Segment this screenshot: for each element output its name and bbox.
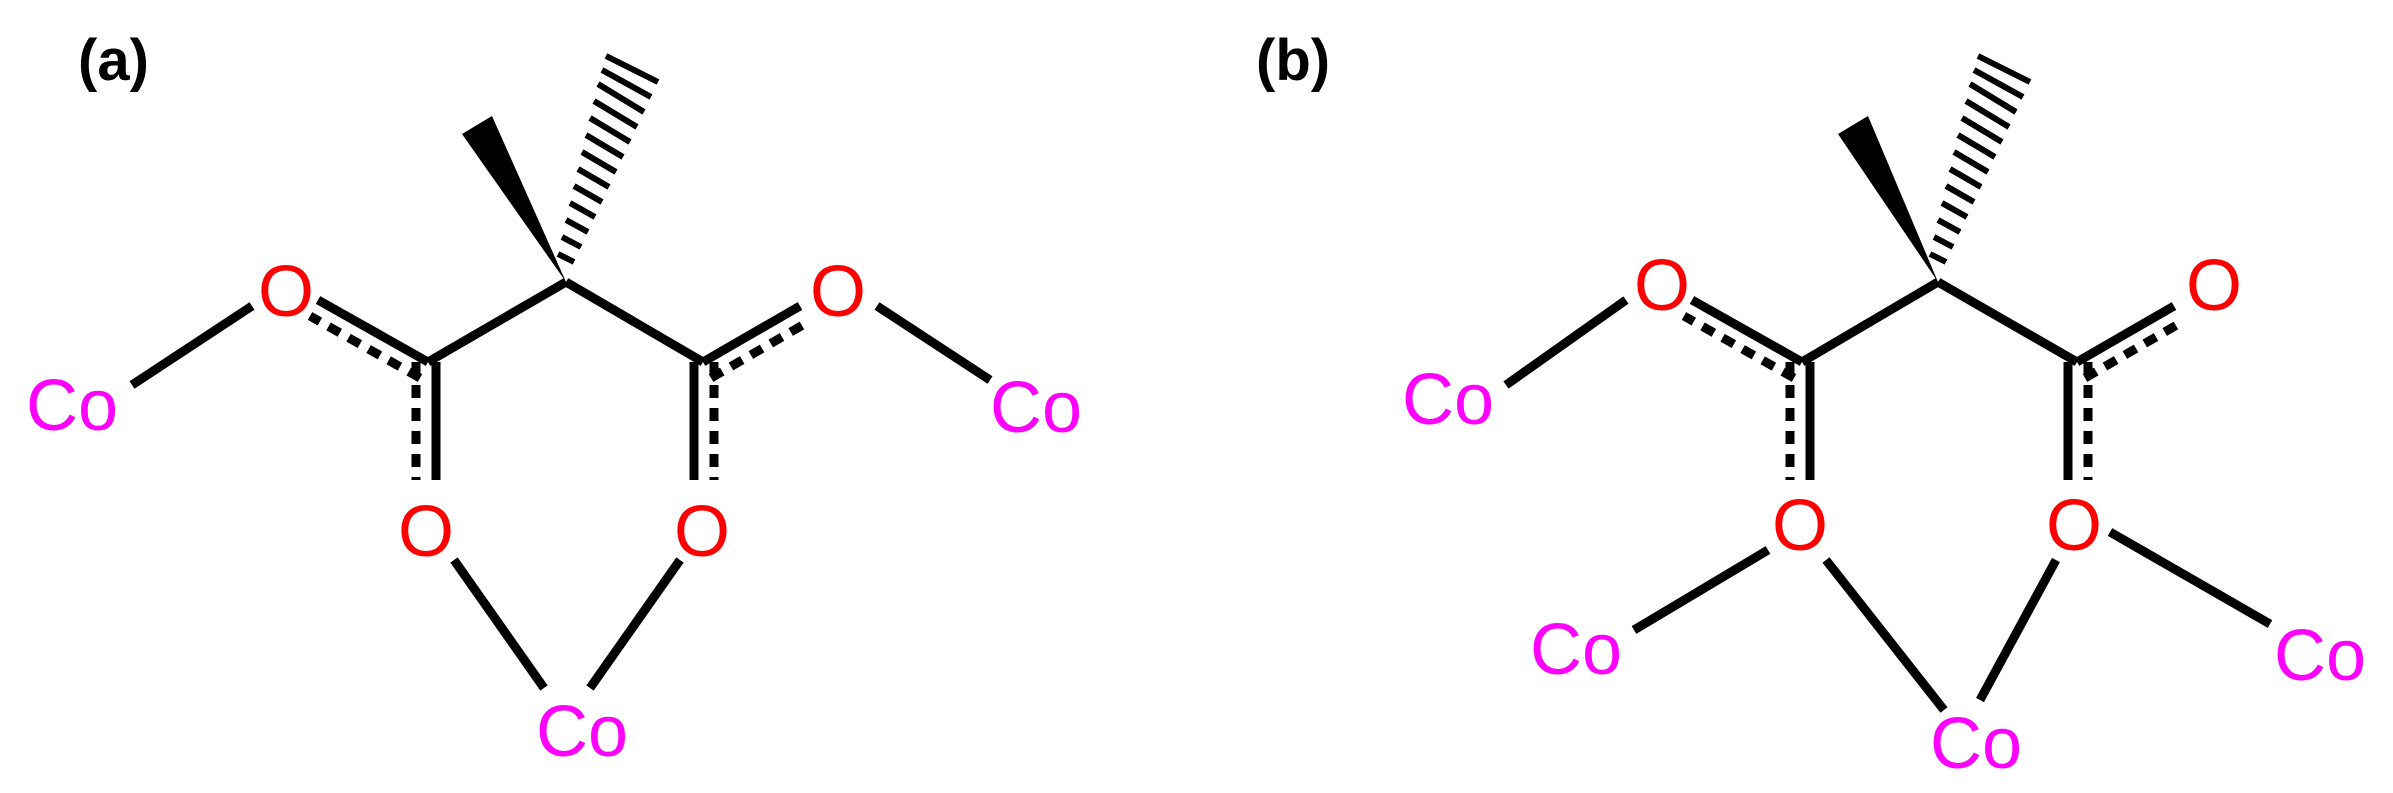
oxygen-atom: O — [398, 492, 454, 572]
o-co-bond — [1503, 296, 1629, 389]
o-co-bond — [450, 557, 548, 691]
c-o-bond — [1689, 296, 1805, 366]
o-co-bond — [1976, 557, 2060, 703]
c-c-bond — [1935, 278, 2080, 366]
o-co-bond — [1631, 546, 1771, 634]
cobalt-atom: Co — [1402, 360, 1494, 440]
oxygen-atom: O — [674, 492, 730, 572]
hashed-wedge-bond — [556, 53, 660, 265]
cobalt-atom: Co — [2274, 616, 2366, 696]
o-co-bond — [2107, 528, 2273, 628]
panel-b-label: (b) — [1256, 28, 1330, 93]
oxygen-atom: O — [1772, 486, 1828, 566]
oxygen-atom: O — [810, 252, 866, 332]
c-o-partial-bond — [2082, 318, 2185, 382]
cobalt-atom: Co — [1930, 704, 2022, 784]
cobalt-atom: Co — [536, 692, 628, 772]
wedge-bond — [1838, 116, 1938, 282]
oxygen-atom: O — [2046, 486, 2102, 566]
c-o-partial-bond — [708, 318, 811, 382]
c-c-bond — [425, 278, 569, 366]
wedge-bond — [462, 116, 566, 282]
panel-b: (b) — [1256, 28, 2366, 784]
c-c-bond — [563, 278, 706, 366]
cobalt-atom: Co — [26, 366, 118, 446]
panel-a: (a) — [26, 28, 1082, 772]
c-c-bond — [1799, 278, 1941, 366]
c-o-bond — [700, 302, 803, 366]
panel-a-label: (a) — [78, 28, 149, 93]
o-co-bond — [129, 302, 255, 389]
c-o-bond — [2074, 302, 2177, 366]
cobalt-atom: Co — [990, 368, 1082, 448]
oxygen-atom: O — [258, 252, 314, 332]
cobalt-atom: Co — [1530, 610, 1622, 690]
c-o-bond — [315, 296, 431, 366]
o-co-bond — [586, 557, 684, 691]
o-co-bond — [1822, 557, 1948, 713]
oxygen-atom: O — [2186, 246, 2242, 326]
oxygen-atom: O — [1634, 246, 1690, 326]
o-co-bond — [874, 302, 993, 384]
hashed-wedge-bond — [1928, 53, 2032, 265]
